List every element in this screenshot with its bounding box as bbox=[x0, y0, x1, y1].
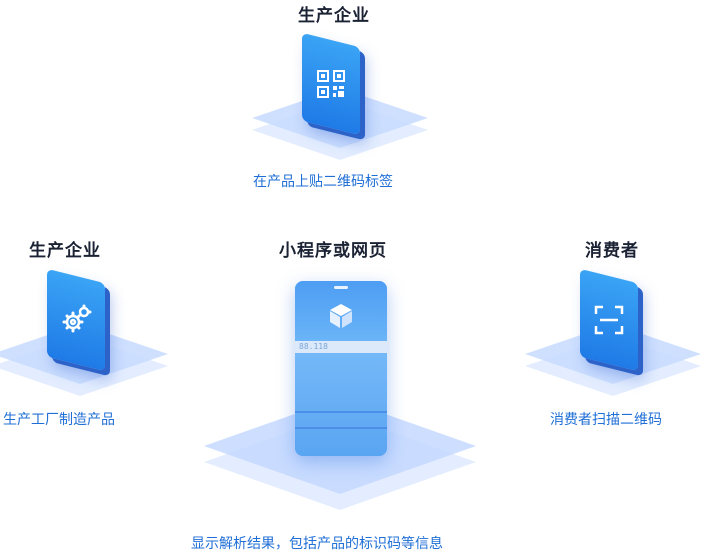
phone-divider bbox=[295, 411, 387, 413]
node-right-title: 消费者 bbox=[585, 241, 639, 260]
node-top-tile bbox=[302, 32, 360, 136]
phone-divider bbox=[295, 427, 387, 429]
cube-icon bbox=[330, 304, 352, 328]
qr-code-icon bbox=[317, 70, 345, 98]
node-left-title: 生产企业 bbox=[29, 241, 101, 260]
gears-icon bbox=[62, 304, 92, 333]
identifier-field: 88.118 bbox=[295, 341, 387, 353]
phone-header bbox=[295, 281, 387, 341]
node-center-caption: 显示解析结果，包括产品的标识码等信息 bbox=[191, 535, 443, 551]
node-top-caption: 在产品上贴二维码标签 bbox=[253, 173, 393, 189]
node-right-tile bbox=[580, 268, 638, 372]
phone-mockup: 88.118 bbox=[295, 281, 387, 456]
scan-icon bbox=[594, 305, 624, 335]
node-right-caption: 消费者扫描二维码 bbox=[550, 411, 662, 427]
node-left-tile bbox=[47, 268, 105, 372]
phone-notch bbox=[334, 286, 348, 289]
phone-content bbox=[295, 353, 387, 456]
node-left-caption: 生产工厂制造产品 bbox=[3, 411, 115, 427]
node-top-title: 生产企业 bbox=[298, 6, 370, 25]
node-center-title: 小程序或网页 bbox=[279, 241, 387, 260]
